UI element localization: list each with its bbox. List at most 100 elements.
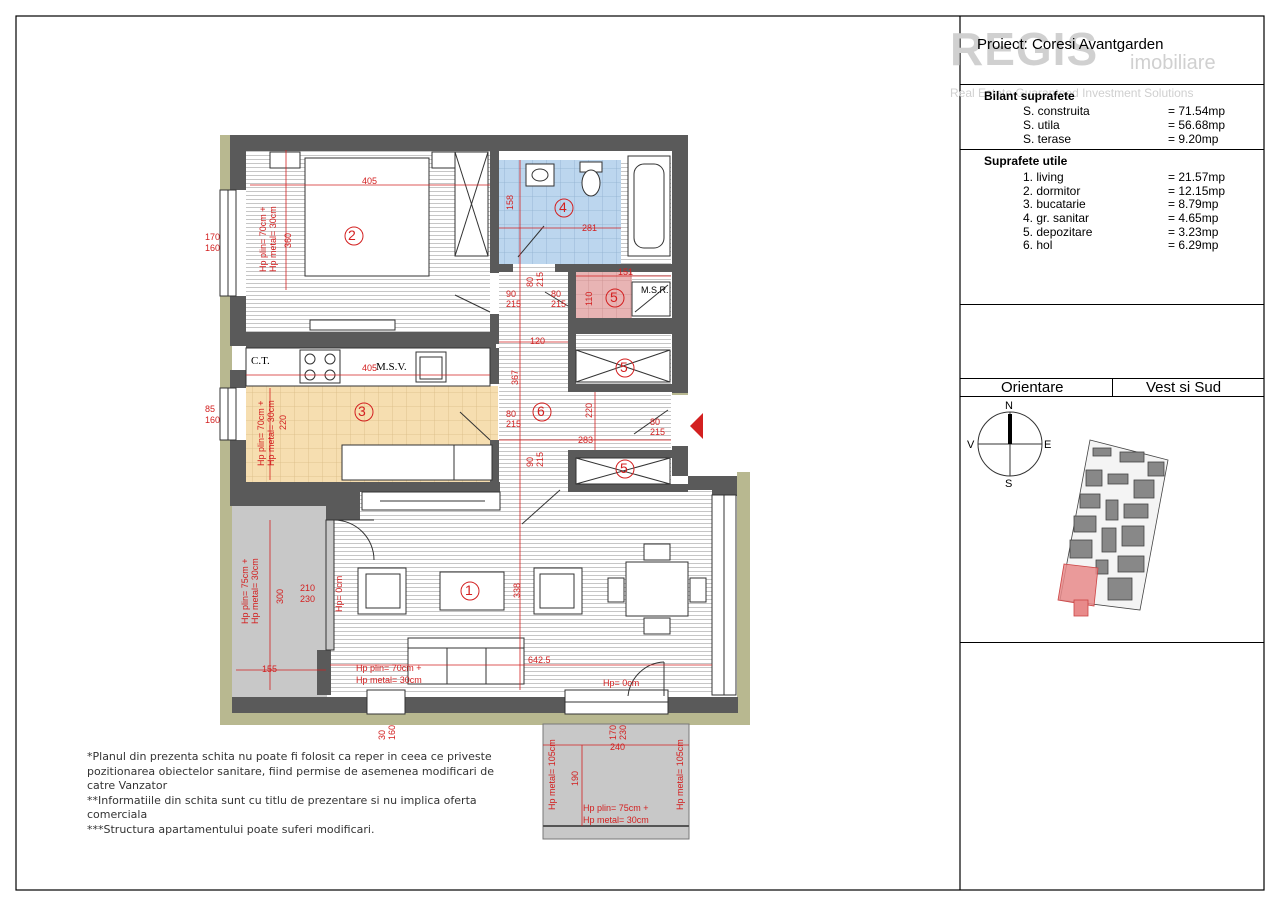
hp-label: Hp metal= 30cm [266, 400, 276, 466]
label-msr: M.S.R. [641, 285, 669, 295]
windows [219, 189, 737, 715]
entrance-arrow [690, 413, 703, 439]
watermark-sub: imobiliare [1130, 52, 1216, 74]
bilant-heading: Bilant suprafete [984, 89, 1075, 103]
suprafete-heading: Suprafete utile [984, 154, 1068, 168]
compass-west: V [967, 439, 975, 451]
dim-360: 360 [283, 232, 293, 248]
suprafete-value: = 8.79mp [1168, 197, 1219, 211]
orientare-value: Vest si Sud [1146, 379, 1222, 396]
bilant-value: = 56.68mp [1168, 118, 1226, 132]
dim-215: 215 [650, 427, 666, 437]
bilant-label: S. utila [1023, 118, 1060, 132]
dim-405: 405 [362, 176, 378, 186]
dim-151: 151 [618, 267, 634, 277]
suprafete-label: 5. depozitare [1023, 225, 1093, 239]
compass-south: S [1005, 478, 1013, 490]
bilant-value: = 9.20mp [1168, 132, 1219, 146]
suprafete-value: = 4.65mp [1168, 211, 1219, 225]
dim-80: 80 [506, 409, 517, 419]
bilant-label: S. construita [1023, 104, 1090, 118]
dim-158: 158 [505, 194, 515, 210]
compass-rose [977, 411, 1043, 477]
suprafete-label: 1. living [1023, 170, 1064, 184]
room-number-1: 1 [465, 582, 473, 598]
dim-220: 220 [584, 402, 594, 418]
exterior-trim-bottom [220, 712, 750, 725]
suprafete-value: = 3.23mp [1168, 225, 1219, 239]
dim-281: 281 [582, 223, 598, 233]
dim-190: 190 [570, 770, 580, 786]
dim-215: 215 [535, 271, 545, 287]
dim-170: 170 [608, 724, 618, 740]
dim-405: 405 [362, 363, 378, 373]
dim-160: 160 [205, 243, 221, 253]
room-number-5: 5 [620, 359, 628, 375]
dim-80: 80 [650, 417, 661, 427]
label-ct: C.T. [251, 355, 270, 367]
note-2: **Informatiile din schita sunt cu titlu … [87, 793, 481, 822]
room-number-4: 4 [559, 199, 567, 215]
dim-110: 110 [584, 291, 594, 306]
dim-170: 170 [205, 232, 221, 242]
dim-215: 215 [506, 419, 522, 429]
hp-label: Hp metal= 30cm [356, 675, 422, 685]
dim-80: 80 [551, 289, 562, 299]
dim-367: 367 [510, 369, 520, 385]
room-number-6: 6 [537, 403, 545, 419]
suprafete-label: 2. dormitor [1023, 184, 1081, 198]
note-1: *Planul din prezenta schita nu poate fi … [87, 750, 498, 792]
dim-240: 240 [610, 742, 626, 752]
disclaimer-notes: *Planul din prezenta schita nu poate fi … [87, 750, 497, 837]
suprafete-label: 6. hol [1023, 238, 1053, 252]
hp-label: Hp metal= 30cm [268, 206, 278, 272]
hp-label: Hp plin= 75cm + [583, 803, 649, 813]
building-keyplan [1057, 439, 1169, 617]
dim-90: 90 [525, 456, 535, 467]
walls [230, 135, 738, 713]
room-number-5: 5 [620, 460, 628, 476]
dim-215: 215 [506, 299, 522, 309]
label-msv: M.S.V. [376, 361, 407, 373]
room-number-2: 2 [348, 227, 356, 243]
project-title: Proiect: Coresi Avantgarden [977, 36, 1164, 53]
hp-label: Hp plin= 70cm + [256, 400, 266, 466]
dim-230: 230 [300, 594, 316, 604]
hp-label: Hp metal= 30cm [250, 558, 260, 624]
furniture [245, 151, 707, 685]
dim-642: 642.5 [528, 655, 551, 665]
dim-230: 230 [618, 724, 628, 740]
doors [333, 225, 669, 697]
hp-label: Hp= 0cm [603, 678, 640, 688]
dim-300: 300 [275, 588, 285, 604]
bilant-label: S. terase [1023, 132, 1072, 146]
hp-label: Hp metal= 30cm [583, 815, 649, 825]
dim-283: 283 [578, 435, 594, 445]
hp-label: Hp metal= 105cm [675, 739, 685, 810]
suprafete-value: = 21.57mp [1168, 170, 1226, 184]
dim-220: 220 [278, 414, 288, 430]
hp-label: Hp plin= 75cm + [240, 558, 250, 624]
orientare-label: Orientare [1001, 379, 1064, 396]
hp-label: Hp metal= 105cm [547, 739, 557, 810]
watermark-brand: REGIS [950, 23, 1099, 75]
room-bath-floor [499, 160, 621, 264]
suprafete-label: 3. bucatarie [1023, 197, 1086, 211]
room-number-5: 5 [610, 289, 618, 305]
dim-155: 155 [262, 664, 278, 674]
dim-30: 30 [377, 729, 387, 740]
dim-80: 80 [525, 276, 535, 287]
exterior-trim-right [737, 472, 750, 725]
bilant-value: = 71.54mp [1168, 104, 1226, 118]
note-3: ***Structura apartamentului poate suferi… [87, 822, 375, 836]
dim-215: 215 [535, 451, 545, 467]
suprafete-value: = 6.29mp [1168, 238, 1219, 252]
dim-160: 160 [205, 415, 221, 425]
compass-east: E [1044, 439, 1052, 451]
terrace-west [232, 506, 327, 698]
dim-120: 120 [530, 336, 546, 346]
dimension-lines [236, 150, 712, 826]
compass-north: N [1005, 400, 1013, 412]
dim-90: 90 [506, 289, 517, 299]
